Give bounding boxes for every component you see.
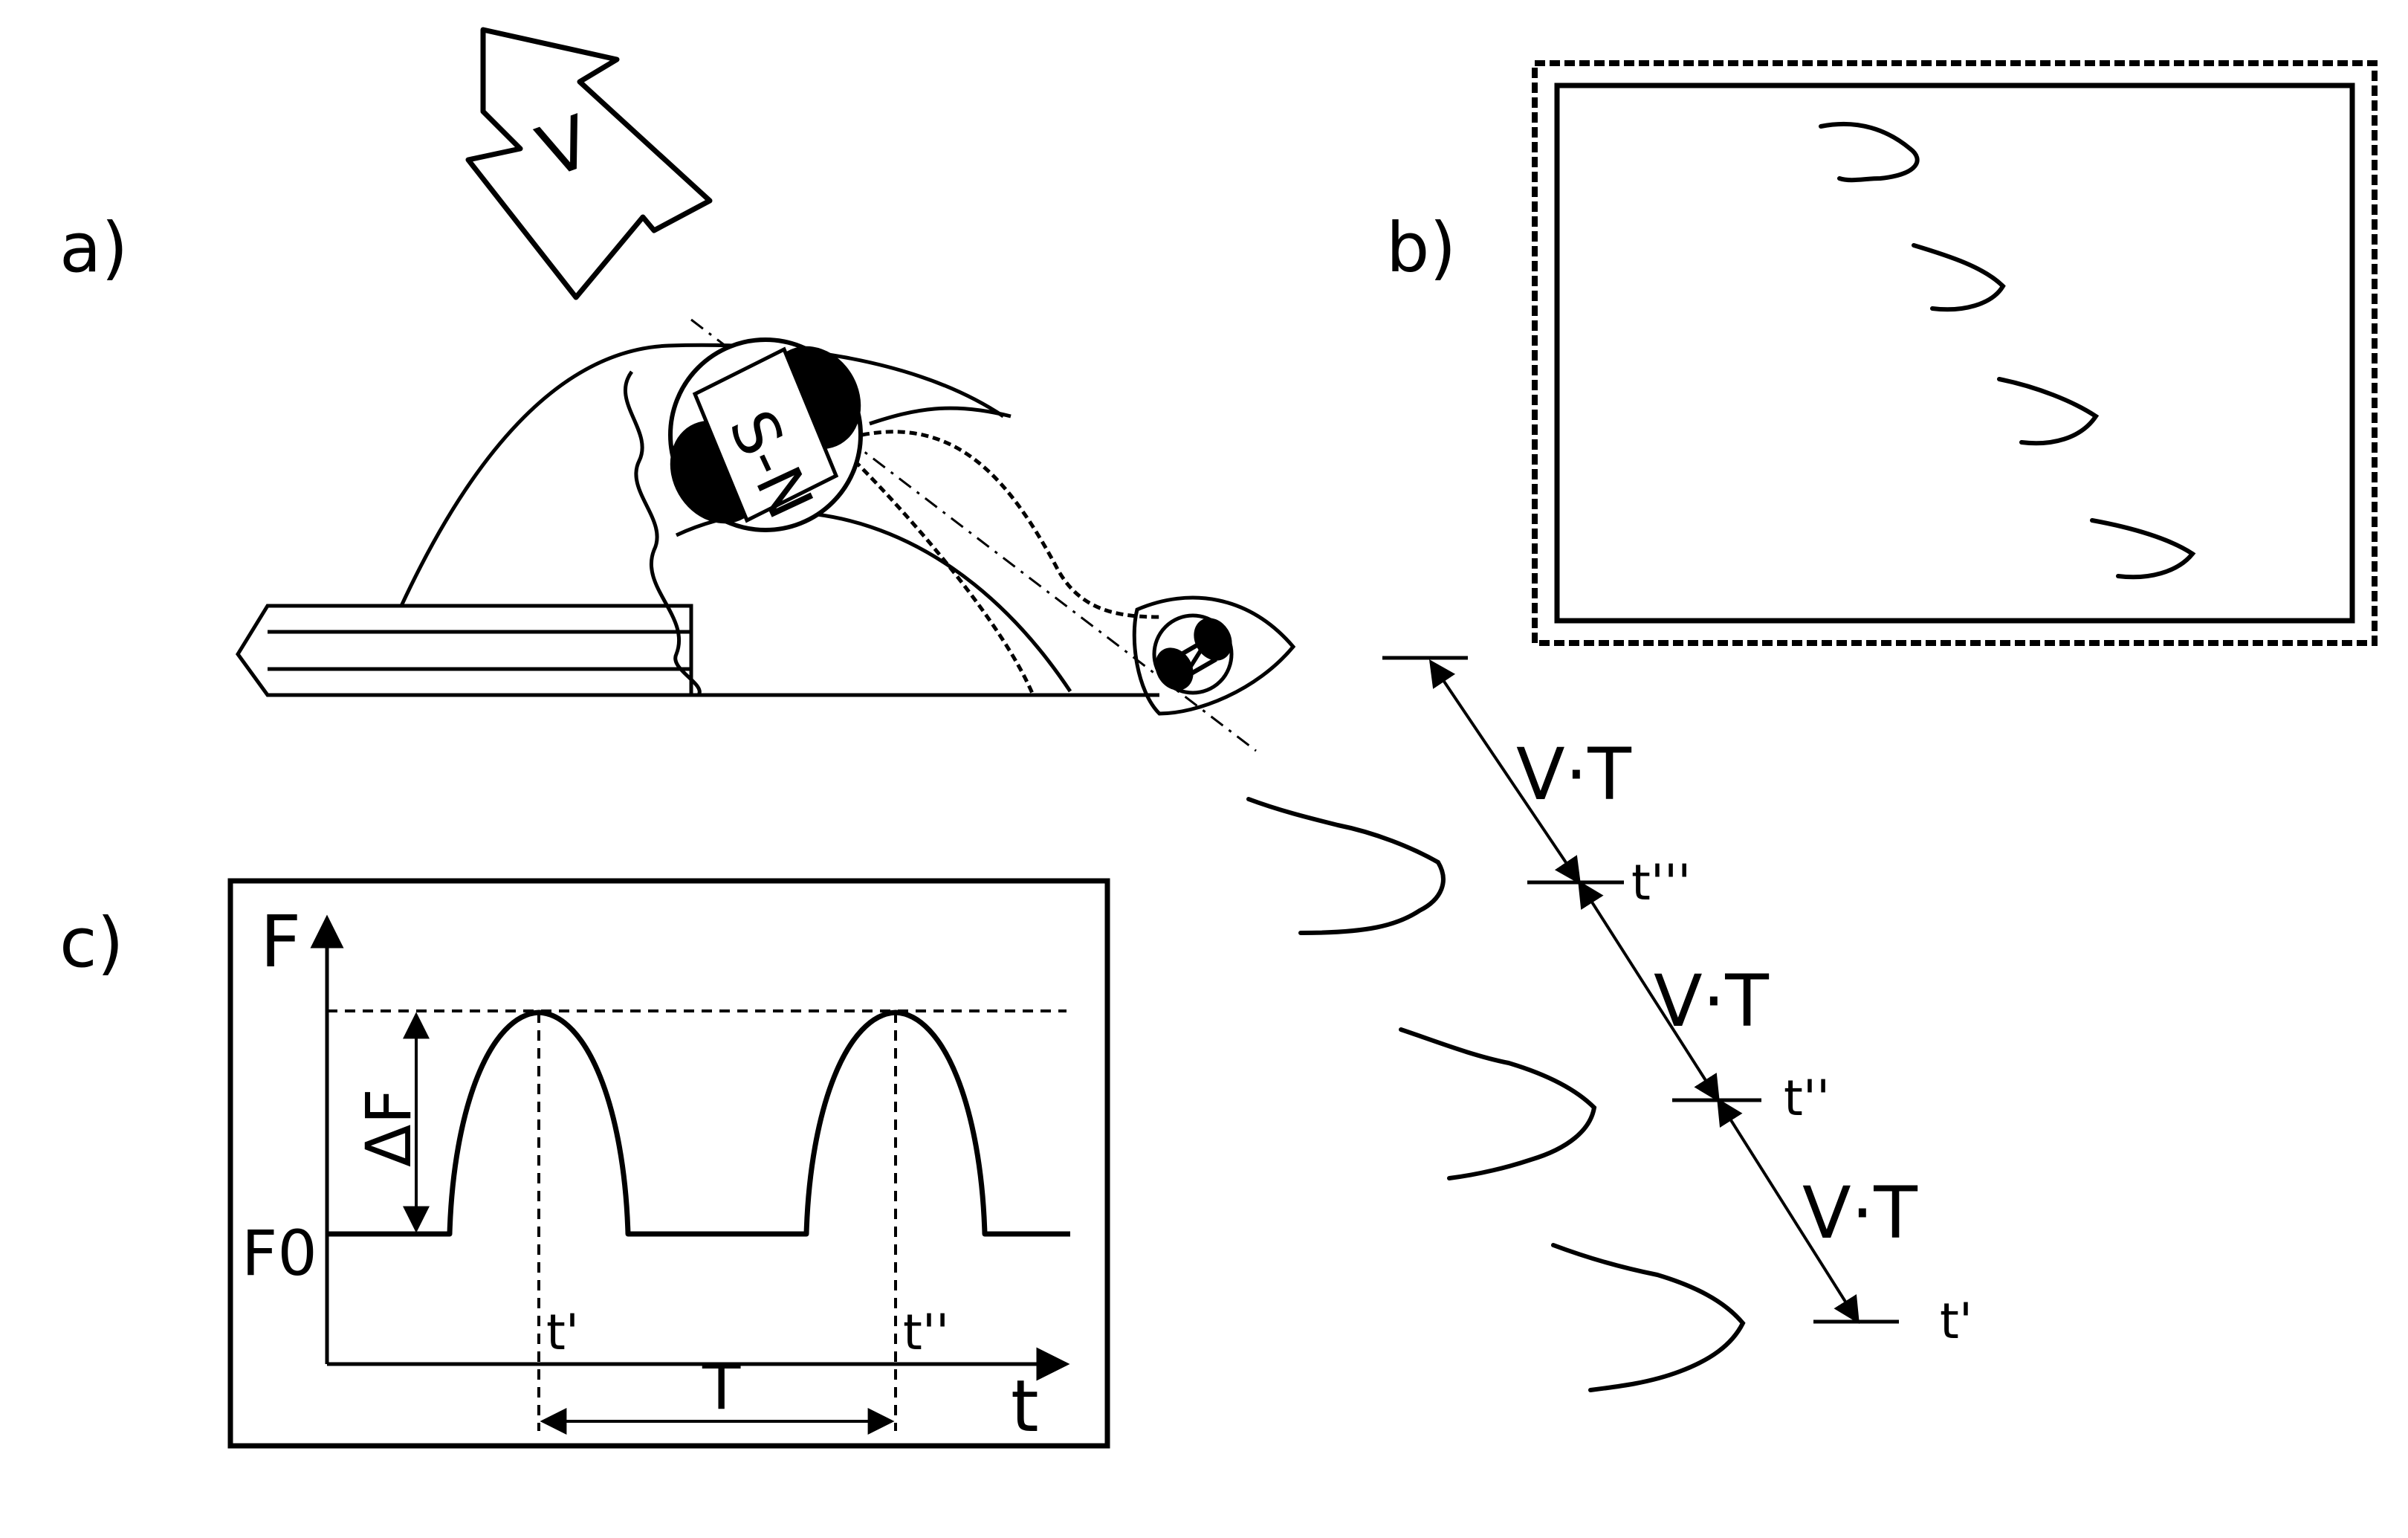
mole-cricket-body xyxy=(235,343,1296,716)
large-track-mark-1 xyxy=(1246,797,1446,935)
frame-track-mark-4 xyxy=(2090,518,2196,580)
frame-track-marks xyxy=(1819,121,2196,580)
frame-track-mark-3 xyxy=(1997,377,2100,446)
y-axis-label: F xyxy=(260,900,301,983)
track-scale: V·T V·T V·T t''' t'' t' xyxy=(1382,656,1972,1350)
large-track-mark-2 xyxy=(1399,1027,1597,1180)
segment-label-1: V·T xyxy=(1516,733,1631,816)
small-magnet: N xyxy=(1152,613,1234,695)
large-track-marks xyxy=(1246,797,1746,1392)
panel-c-label: c) xyxy=(59,903,123,983)
large-track-mark-3 xyxy=(1551,1243,1746,1392)
frame-track-mark-2 xyxy=(1912,243,2006,312)
period-label: T xyxy=(702,1351,741,1424)
amplitude-label: ΔF xyxy=(352,1088,425,1167)
signal-trace xyxy=(327,1009,1070,1237)
peak-time-1-label: t' xyxy=(546,1304,579,1361)
time-label-t3: t''' xyxy=(1631,854,1691,911)
x-axis-label: t xyxy=(1011,1365,1039,1448)
panel-b-label: b) xyxy=(1386,208,1456,288)
peak-time-2-label: t'' xyxy=(903,1304,949,1361)
wavy-frame xyxy=(1532,60,2378,646)
segment-label-3: V·T xyxy=(1802,1172,1917,1255)
baseline-label: F0 xyxy=(242,1217,317,1290)
velocity-arrow: V xyxy=(465,27,713,300)
large-magnet: S-N xyxy=(668,337,863,532)
signal-chart: F F0 ΔF t' t'' T t xyxy=(227,878,1110,1449)
frame-track-mark-1 xyxy=(1819,121,1920,183)
time-label-t2: t'' xyxy=(1784,1070,1830,1127)
panel-a-label: a) xyxy=(59,208,128,288)
chart-frame xyxy=(227,878,1110,1449)
segment-label-2: V·T xyxy=(1654,960,1769,1043)
time-label-t1: t' xyxy=(1940,1293,1972,1350)
